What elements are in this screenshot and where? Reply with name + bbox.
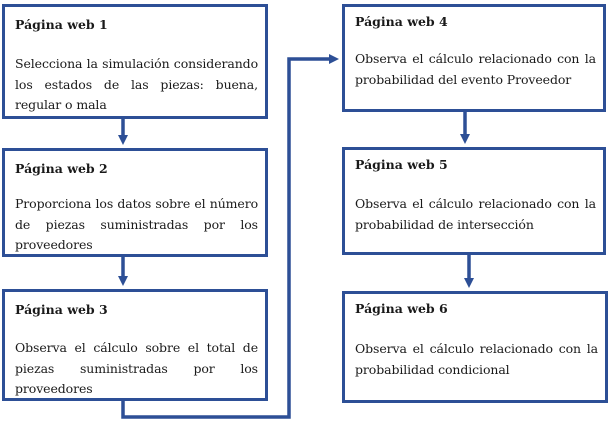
step-box-2: Página web 2 Proporciona los datos sobre…	[2, 148, 268, 257]
step-box-4: Página web 4 Observa el cálculo relacion…	[342, 4, 606, 112]
step-title-3: Página web 3	[15, 302, 108, 317]
step-title-1: Página web 1	[15, 17, 108, 32]
step-box-5: Página web 5 Observa el cálculo relacion…	[342, 147, 606, 255]
step-text-3: Observa el cálculo sobre el total de pie…	[15, 340, 258, 396]
step-box-1: Página web 1 Selecciona la simulación co…	[2, 4, 268, 119]
step-title-2: Página web 2	[15, 161, 108, 176]
step-box-6: Página web 6 Observa el cálculo relacion…	[342, 291, 608, 403]
step-title-4: Página web 4	[355, 14, 448, 29]
step-box-3: Página web 3 Observa el cálculo sobre el…	[2, 289, 268, 401]
step-text-6: Observa el cálculo relacionado con la pr…	[355, 341, 598, 377]
step-text-1: Selecciona la simulación considerando lo…	[15, 56, 258, 112]
step-text-4: Observa el cálculo relacionado con la pr…	[355, 51, 596, 87]
step-text-2: Proporciona los datos sobre el número de…	[15, 196, 258, 252]
step-text-5: Observa el cálculo relacionado con la pr…	[355, 196, 596, 232]
arrow-step3-to-step4	[121, 54, 339, 419]
step-title-6: Página web 6	[355, 301, 448, 316]
step-title-5: Página web 5	[355, 157, 448, 172]
